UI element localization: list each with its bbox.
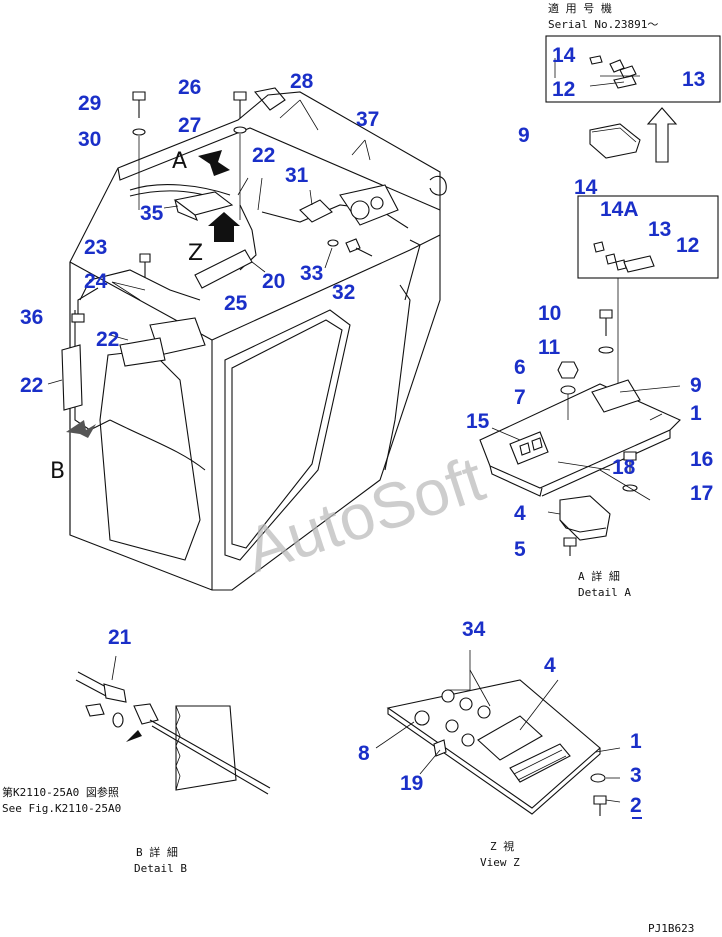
serial-box-parts: [554, 55, 640, 89]
reference-note-en: See Fig.K2110-25A0: [2, 802, 121, 815]
detail-a-caption-en: Detail A: [578, 586, 631, 599]
callout-19: 19: [400, 772, 423, 795]
callout-29: 29: [78, 92, 101, 115]
callout-3: 3: [630, 764, 642, 787]
callout-13: 13: [682, 68, 705, 91]
callout-2: 2: [630, 794, 642, 817]
callout-9: 9: [518, 124, 530, 147]
callout-36: 36: [20, 306, 43, 329]
callout-22: 22: [96, 328, 119, 351]
callout-8: 8: [358, 742, 370, 765]
serial-note-en: Serial No.23891〜: [548, 18, 658, 31]
view-letter-a: A: [172, 149, 187, 174]
callout-5: 5: [514, 538, 526, 561]
up-arrow-icon: [646, 107, 678, 163]
detail-b-caption-en: Detail B: [134, 862, 187, 875]
callout-23: 23: [84, 236, 107, 259]
detail-b-drawing: [75, 655, 271, 795]
callout-30: 30: [78, 128, 101, 151]
callout-14: 14: [574, 176, 598, 199]
callout-31: 31: [285, 164, 309, 187]
callout-22: 22: [20, 374, 43, 397]
reference-note-jp: 第K2110-25A0 図参照: [2, 785, 119, 799]
callout-18: 18: [612, 456, 636, 479]
callout-9: 9: [690, 374, 702, 397]
view-letter-z: Z: [188, 241, 203, 266]
callout-24: 24: [84, 270, 108, 293]
detail-a-caption-jp: A 詳 細: [578, 569, 620, 583]
callout-4: 4: [544, 654, 556, 677]
pre-serial-parts-box: [577, 195, 719, 279]
callout-6: 6: [514, 356, 526, 379]
detail-b-caption-jp: B 詳 細: [136, 845, 178, 859]
callout-25: 25: [224, 292, 248, 315]
callout-26: 26: [178, 76, 201, 99]
callout-11: 11: [538, 336, 561, 359]
pre-serial-box-parts: [593, 241, 655, 396]
view-z-caption-jp: Z 視: [490, 839, 514, 853]
view-z-drawing: [375, 650, 621, 816]
callout-35: 35: [140, 202, 164, 225]
callout-28: 28: [290, 70, 314, 93]
serial-note-jp: 適 用 号 機: [548, 1, 612, 15]
serial-parts-box: [545, 35, 721, 103]
callout-27: 27: [178, 114, 201, 137]
callout-14a: 14A: [600, 198, 639, 221]
callout-14: 14: [552, 44, 576, 67]
callout-17: 17: [690, 482, 713, 505]
callout-10: 10: [538, 302, 561, 325]
callout-34: 34: [462, 618, 486, 641]
callout-16: 16: [690, 448, 713, 471]
callout-32: 32: [332, 281, 355, 304]
callout-21: 21: [108, 626, 132, 649]
callout-22: 22: [252, 144, 275, 167]
callout-4: 4: [514, 502, 526, 525]
callout-37: 37: [356, 108, 379, 131]
cover-part: [589, 123, 641, 159]
callout-12: 12: [676, 234, 699, 257]
view-letter-b: B: [50, 459, 65, 484]
callout-15: 15: [466, 410, 490, 433]
callout-13: 13: [648, 218, 671, 241]
detail-a-drawing: [479, 309, 681, 556]
callout-1: 1: [690, 402, 702, 425]
callout-12: 12: [552, 78, 575, 101]
watermark: AutoSoft: [237, 442, 493, 586]
callout-20: 20: [262, 270, 285, 293]
drawing-code: PJ1B623: [648, 922, 694, 935]
callout-33: 33: [300, 262, 323, 285]
cab-assembly-drawing: [47, 87, 447, 591]
callout-1: 1: [630, 730, 642, 753]
callout-7: 7: [514, 386, 526, 409]
view-z-caption-en: View Z: [480, 856, 520, 869]
